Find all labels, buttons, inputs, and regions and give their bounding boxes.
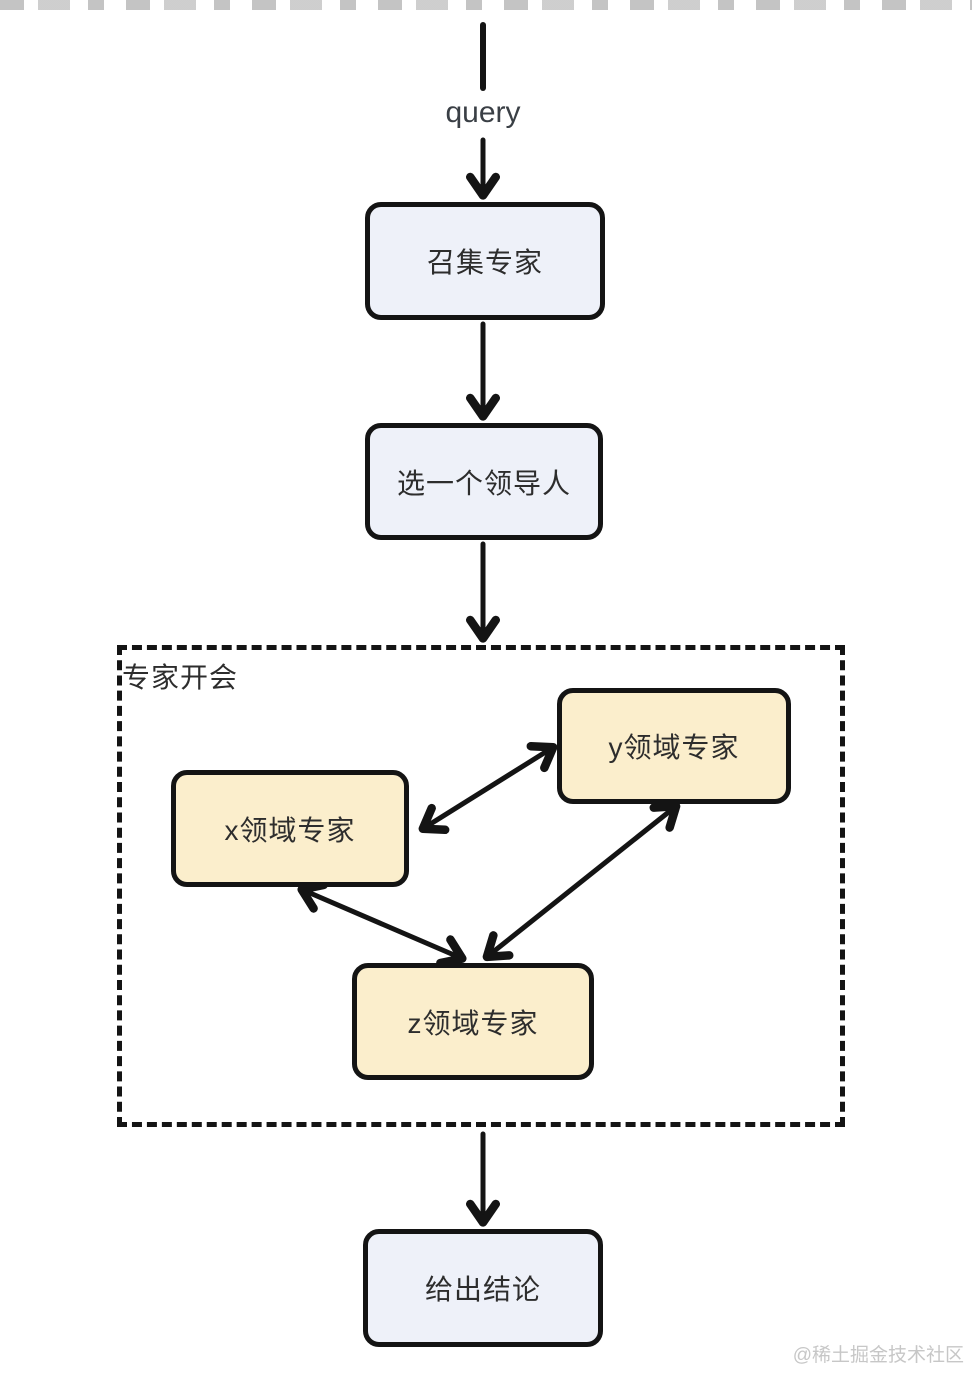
node-expert-z: z领域专家 — [352, 963, 594, 1080]
node-conclusion-label: 给出结论 — [424, 1274, 541, 1305]
expert-meeting-group-label: 专家开会 — [122, 662, 239, 693]
node-convene-experts: 召集专家 — [365, 202, 605, 320]
node-expert-y-label: y领域专家 — [608, 732, 740, 763]
expert-meeting-group-frame — [117, 645, 845, 1127]
node-expert-x: x领域专家 — [171, 770, 409, 887]
edge-expert-y-expert-z — [482, 801, 681, 962]
node-conclusion: 给出结论 — [363, 1229, 603, 1347]
edge-expert-x-expert-y — [418, 741, 558, 835]
node-expert-y: y领域专家 — [557, 688, 791, 804]
node-convene-experts-label: 召集专家 — [426, 247, 543, 278]
cropped-text-artifact — [0, 0, 972, 10]
node-expert-x-label: x领域专家 — [224, 814, 356, 846]
watermark-juejin-community: @稀土掘金技术社区 — [792, 1345, 964, 1366]
node-expert-z-label: z领域专家 — [407, 1007, 539, 1039]
edge-expert-x-expert-z — [297, 880, 467, 968]
node-pick-leader: 选一个领导人 — [365, 423, 603, 540]
node-pick-leader-label: 选一个领导人 — [396, 467, 571, 499]
query-input-label: query — [445, 96, 521, 129]
